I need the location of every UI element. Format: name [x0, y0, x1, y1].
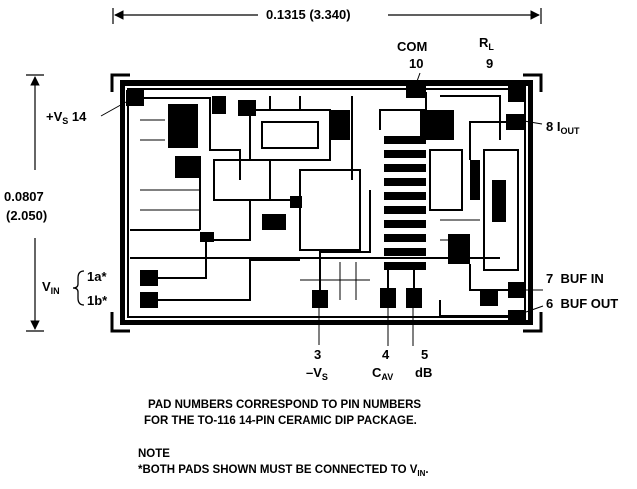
pad-label-com: COM — [397, 39, 428, 54]
height-dimension-label-line1: 0.0807 — [4, 189, 44, 204]
pad-label-buf-out: 6 BUF OUT — [546, 296, 619, 311]
pad-label-1a: 1a* — [87, 269, 107, 284]
note-title: NOTE — [138, 448, 170, 460]
pad-number-neg-vs: 3 — [314, 347, 322, 362]
pad-label-vin: VIN — [42, 279, 60, 297]
pad-number-com: 10 — [409, 56, 424, 71]
pad-label-db: dB — [415, 365, 433, 380]
pad-label-rl: RL — [479, 35, 494, 53]
pad-label-pos-vs: +VS 14 — [46, 109, 87, 127]
height-dimension-label-line2: (2.050) — [6, 208, 48, 223]
pad-number-db: 5 — [421, 347, 429, 362]
pad-label-buf-in: 7 BUF IN — [546, 271, 604, 286]
leader-lines — [100, 72, 544, 346]
pad-label-cav: CAV — [372, 365, 394, 383]
height-dimension-line — [26, 74, 44, 332]
pad-number-cav: 4 — [382, 347, 390, 362]
circuit-blocks — [168, 96, 506, 306]
vin-brace — [72, 270, 85, 306]
die-body — [120, 80, 533, 325]
width-dimension-line — [112, 8, 542, 24]
metal-traces — [130, 92, 519, 317]
pad-label-neg-vs: –VS — [306, 365, 328, 383]
caption-line-2: FOR THE TO-116 14-PIN CERAMIC DIP PACKAG… — [144, 415, 417, 427]
bond-pads — [126, 84, 526, 324]
die-outline — [110, 73, 543, 333]
thin-traces — [140, 119, 480, 300]
pad-number-rl: 9 — [486, 56, 494, 71]
pad-label-1b: 1b* — [87, 293, 108, 308]
note-text: *BOTH PADS SHOWN MUST BE CONNECTED TO VI… — [138, 464, 429, 478]
pad-label-iout: 8 IOUT — [546, 119, 580, 137]
width-dimension-label: 0.1315 (3.340) — [266, 7, 351, 22]
caption-line-1: PAD NUMBERS CORRESPOND TO PIN NUMBERS — [148, 399, 422, 411]
